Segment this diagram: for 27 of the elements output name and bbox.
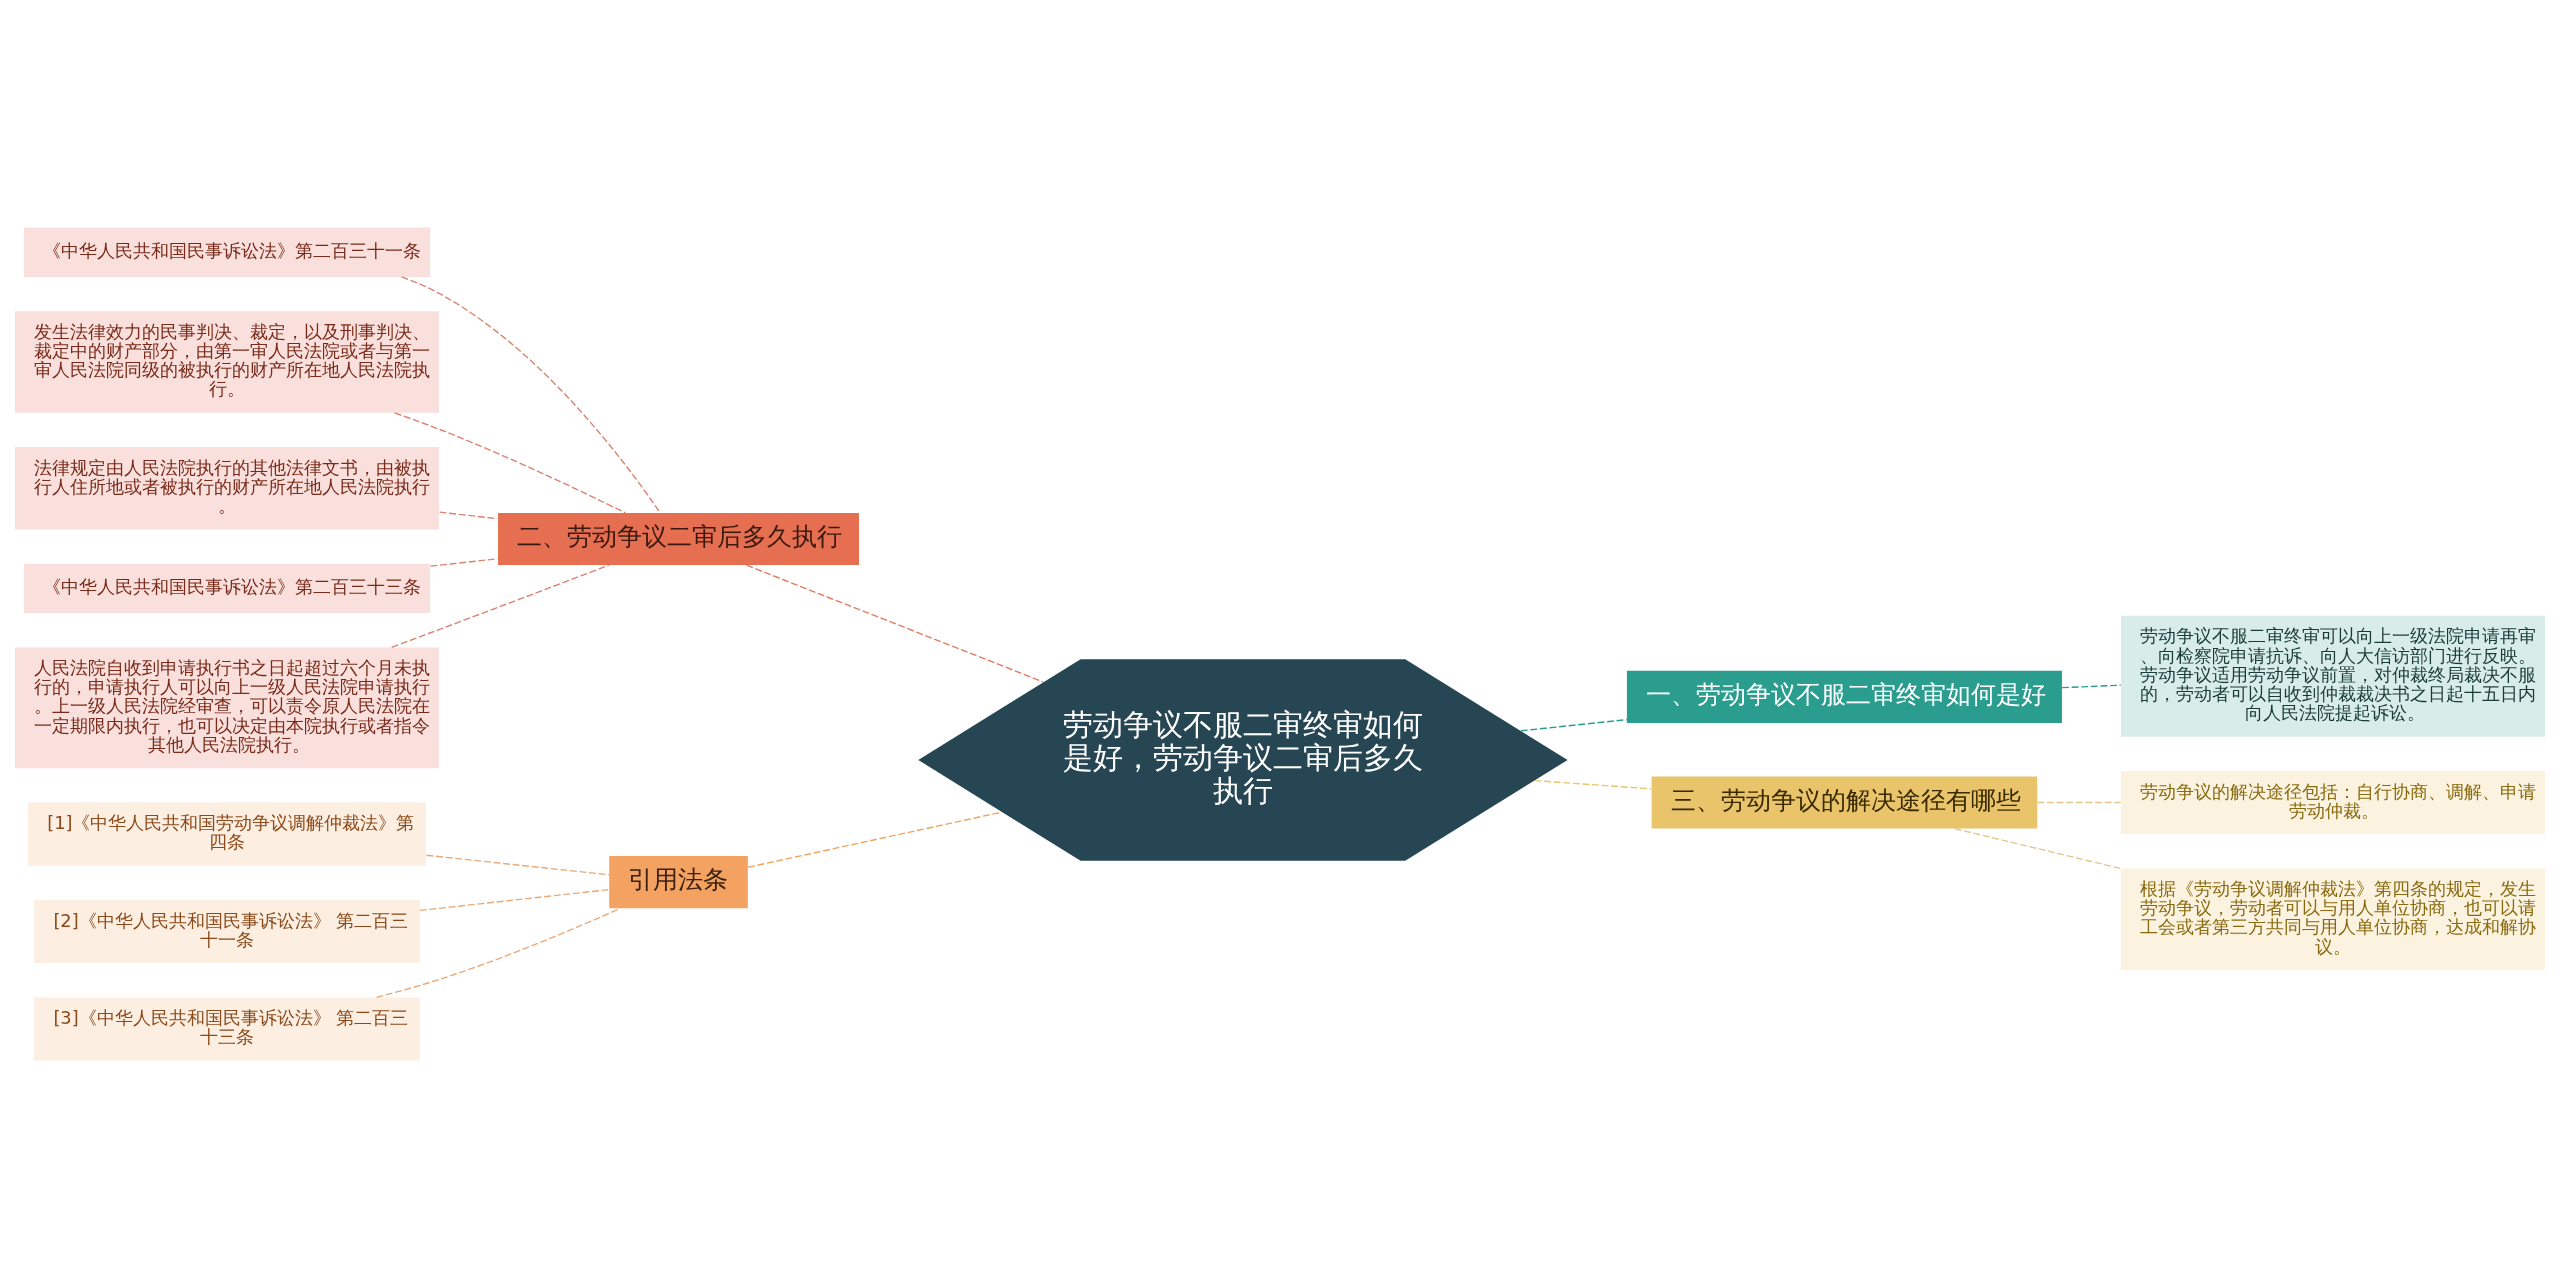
node-box: 人民法院自收到申请执行书之日起超过六个月未执行的，申请执行人可以向上一级人民法院申请执行。上一级人民法院经审查，可以责令原人民法院在一定期限内执行，也可以决定由本院执行或者指令其他人民法院执行。 [15, 647, 440, 769]
node-box: 引用法条 [609, 856, 748, 909]
connector [1520, 718, 1628, 732]
connector [425, 854, 610, 876]
connector [429, 558, 499, 567]
node-box: [1]《中华人民共和国劳动争议调解仲裁法》第四条 [28, 802, 426, 866]
node-box: 三、劳动争议的解决途径有哪些 [1651, 776, 2038, 829]
node-box: 二、劳动争议二审后多久执行 [498, 512, 859, 566]
node-box: 法律规定由人民法院执行的其他法律文书，由被执行人住所地或者被执行的财产所在地人民法院执行。 [15, 447, 440, 530]
node-box: 《中华人民共和国民事诉讼法》第二百三十三条 [23, 563, 431, 614]
node-box: 《中华人民共和国民事诉讼法》第二百三十一条 [23, 227, 431, 277]
connector [400, 276, 661, 514]
node-box: [2]《中华人民共和国民事诉讼法》 第二百三十一条 [34, 899, 420, 964]
node-box: [3]《中华人民共和国民事诉讼法》 第二百三十三条 [34, 997, 420, 1061]
node-box: 一、劳动争议不服二审终审如何是好 [1626, 670, 2062, 723]
connector [745, 564, 1044, 683]
connector [393, 412, 627, 514]
connector [2036, 801, 2122, 804]
node-box: 劳动争议的解决途径包括：自行协商、调解、申请劳动仲裁。 [2120, 770, 2545, 835]
node-box: 发生法律效力的民事判决、裁定，以及刑事判决、裁定中的财产部分，由第一审人民法院或者与第一审人民法院同级的被执行的财产所在地人民法院执行。 [15, 311, 440, 413]
connector [1533, 779, 1652, 790]
connector [1954, 828, 2122, 870]
node-box: 劳动争议不服二审终审可以向上一级法院申请再审、向检察院申请抗诉、向人大信访部门进行反映。劳动争议适用劳动争议前置，对仲裁终局裁决不服的，劳动者可以自收到仲裁裁决书之日起十五日内向人民法院提起诉讼。 [2120, 615, 2545, 737]
connector [419, 888, 610, 912]
connector [2061, 684, 2122, 689]
connector [391, 564, 610, 648]
node-box: 根据《劳动争议调解仲裁法》第四条的规定，发生劳动争议，劳动者可以与用人单位协商，也可以请工会或者第三方共同与用人单位协商，达成和解协议。 [2120, 868, 2545, 970]
